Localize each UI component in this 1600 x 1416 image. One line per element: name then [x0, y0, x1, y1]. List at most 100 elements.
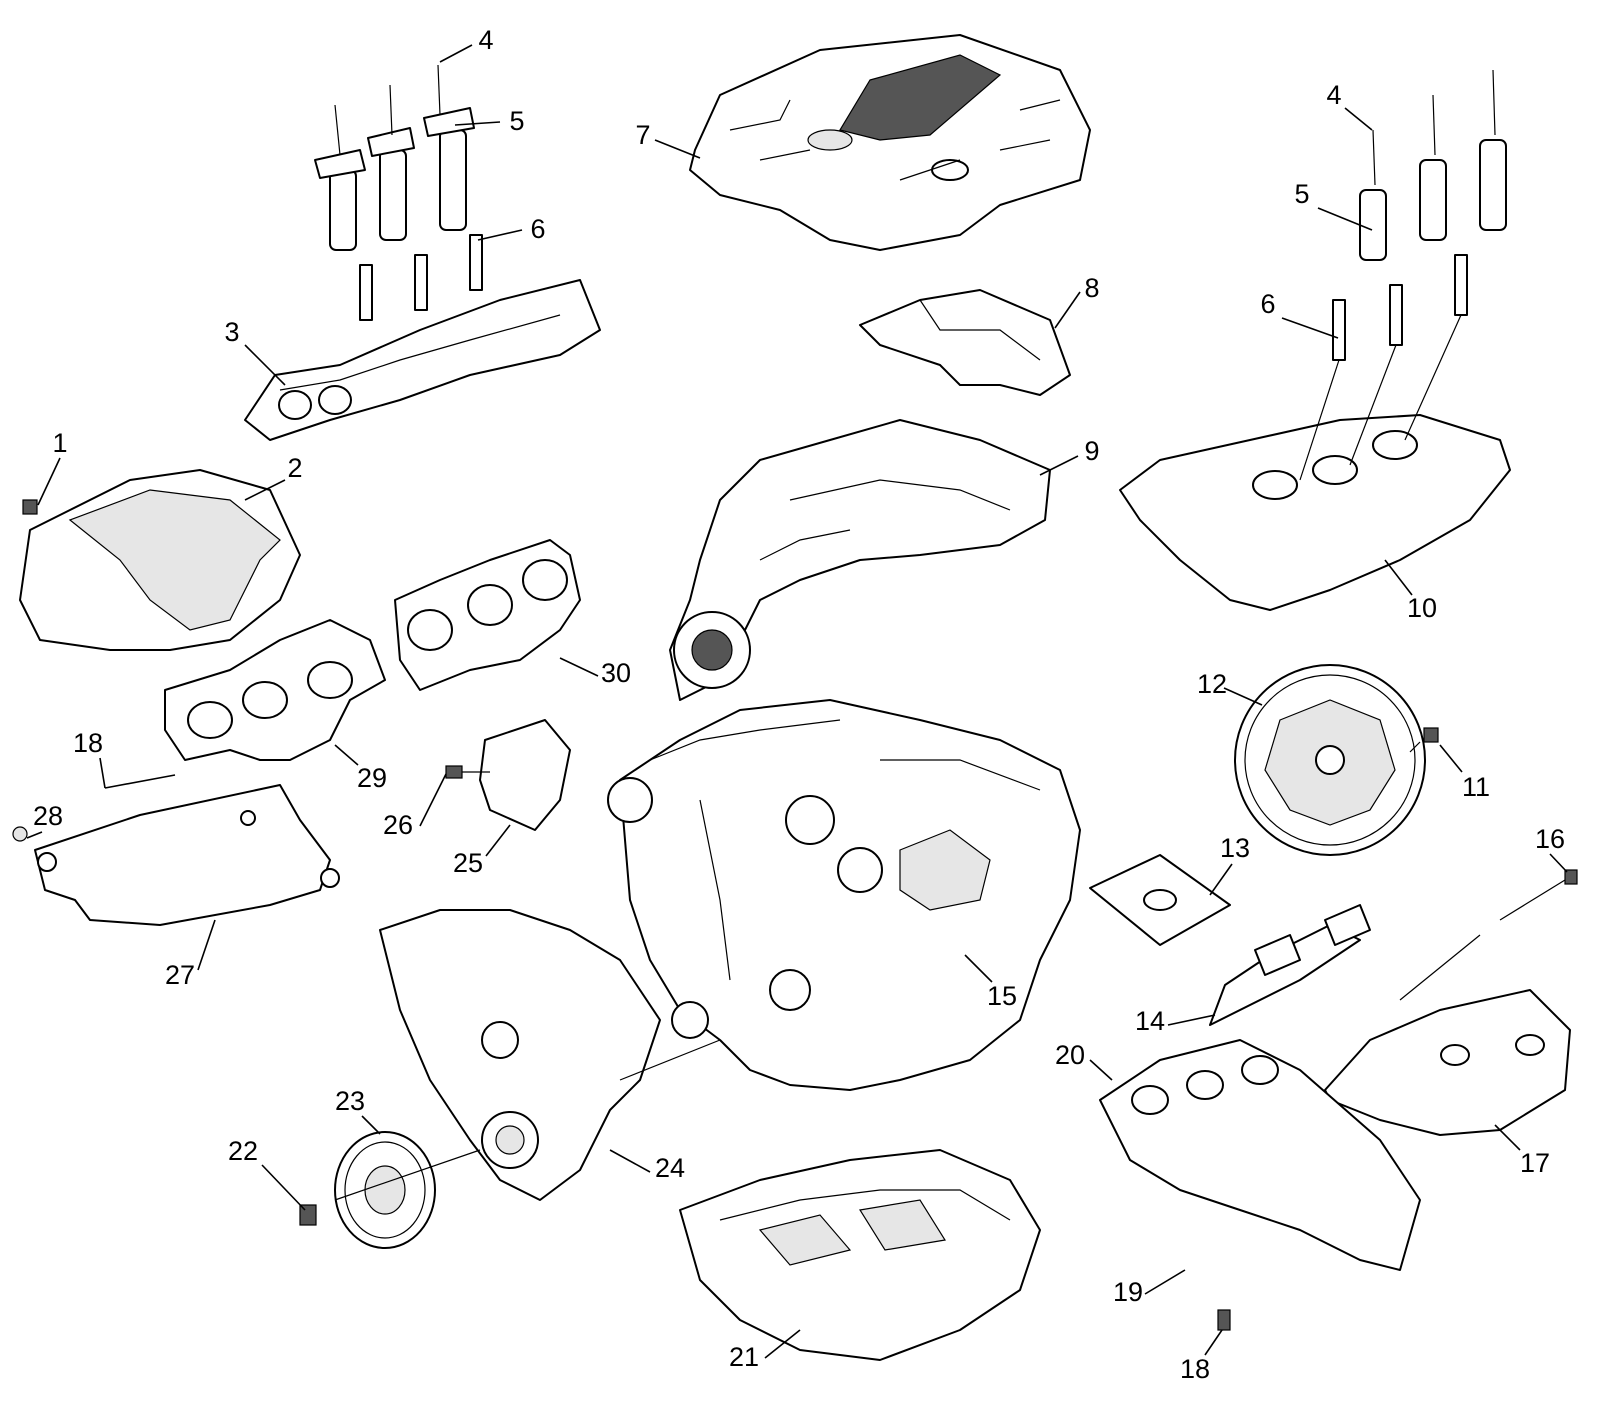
leader-7 — [654, 139, 701, 159]
callout-17: 17 — [1520, 1148, 1550, 1178]
leader-5-right — [1317, 207, 1373, 231]
left-exhaust-heat-shield — [19, 469, 301, 651]
callout-18-right: 18 — [1180, 1354, 1210, 1384]
right-exhaust-heat-shield — [1324, 989, 1571, 1136]
callout-21: 21 — [729, 1342, 759, 1372]
callout-14: 14 — [1135, 1006, 1165, 1036]
nut-28 — [12, 826, 28, 842]
callout-6-left: 6 — [530, 214, 545, 244]
right-exhaust-manifold — [1099, 1039, 1421, 1271]
callout-2: 2 — [287, 453, 302, 483]
callout-1: 1 — [52, 428, 67, 458]
engine-cover — [689, 34, 1091, 251]
leader-3 — [244, 344, 286, 386]
bolt-26 — [445, 765, 490, 779]
left-exhaust-manifold — [164, 619, 386, 761]
bolt-18-right — [1217, 1309, 1231, 1331]
callout-5-right: 5 — [1294, 179, 1309, 209]
leader-10 — [1384, 559, 1413, 596]
callout-25: 25 — [453, 848, 483, 878]
leader-12 — [1223, 687, 1263, 706]
callout-10: 10 — [1407, 593, 1437, 623]
leader-20 — [1089, 1059, 1113, 1081]
left-spark-plugs — [359, 234, 483, 321]
bolt-16 — [1399, 869, 1578, 1001]
leader-6-left — [477, 229, 523, 241]
callout-9: 9 — [1084, 436, 1099, 466]
callout-24: 24 — [655, 1153, 685, 1183]
leader-27 — [197, 919, 216, 971]
callout-4-right: 4 — [1326, 80, 1341, 110]
callout-13: 13 — [1220, 833, 1250, 863]
leader-18-left-b — [104, 774, 176, 789]
flexplate — [1234, 664, 1426, 856]
leader-24 — [609, 1149, 651, 1173]
right-valve-cover — [1119, 414, 1511, 611]
leader-lines — [26, 44, 1568, 1359]
leader-1 — [37, 457, 61, 506]
left-ignition-coils — [314, 64, 475, 251]
leader-23 — [361, 1115, 381, 1135]
leader-29 — [334, 744, 359, 766]
callout-20: 20 — [1055, 1040, 1085, 1070]
leader-30 — [559, 657, 599, 677]
callout-15: 15 — [987, 981, 1017, 1011]
callout-19: 19 — [1113, 1277, 1143, 1307]
callout-11: 11 — [1462, 772, 1490, 802]
leader-4-left — [439, 44, 473, 63]
bolt-1 — [22, 499, 38, 515]
leader-25 — [485, 824, 511, 857]
leader-18-right — [1204, 1329, 1223, 1356]
leader-18-left — [99, 757, 106, 789]
leader-28 — [26, 831, 43, 839]
spacer-plate — [1089, 854, 1231, 946]
leader-15 — [964, 954, 993, 983]
exhaust-manifold-gasket-left — [394, 539, 581, 691]
leader-5-left — [454, 121, 501, 126]
leader-22 — [261, 1164, 306, 1211]
crankshaft-balancer — [334, 1131, 481, 1249]
engine-bracket — [1209, 904, 1371, 1026]
leader-19 — [1144, 1269, 1186, 1295]
right-ignition-coils — [1359, 69, 1507, 261]
callout-3: 3 — [224, 317, 239, 347]
callout-4-left: 4 — [478, 25, 493, 55]
bolt-11 — [1409, 727, 1439, 753]
bracket-plate — [479, 719, 571, 831]
leader-13 — [1209, 863, 1233, 896]
heat-shield-upper — [859, 289, 1071, 396]
leader-9 — [1039, 455, 1079, 476]
callout-28: 28 — [33, 801, 63, 831]
callout-30: 30 — [601, 658, 631, 688]
callout-7: 7 — [635, 120, 650, 150]
callout-23: 23 — [335, 1086, 365, 1116]
callout-5-left: 5 — [509, 106, 524, 136]
lower-heat-shield — [34, 784, 340, 926]
callout-labels: 1 2 3 4 5 6 7 8 9 4 5 6 10 11 12 13 14 1… — [33, 25, 1565, 1384]
leader-2 — [244, 479, 286, 501]
leader-11 — [1439, 744, 1463, 773]
callout-16: 16 — [1535, 824, 1565, 854]
callout-6-right: 6 — [1260, 289, 1275, 319]
leader-16 — [1549, 853, 1568, 873]
callout-27: 27 — [165, 960, 195, 990]
callout-12: 12 — [1197, 669, 1227, 699]
leader-17 — [1494, 1124, 1521, 1151]
callout-29: 29 — [357, 763, 387, 793]
leader-26 — [419, 773, 447, 827]
oil-pan — [679, 1149, 1041, 1361]
left-valve-cover — [244, 279, 601, 441]
leader-6-right — [1281, 317, 1339, 339]
engine-block — [607, 699, 1081, 1091]
callout-18-left: 18 — [73, 728, 103, 758]
leader-14 — [1167, 1014, 1216, 1026]
leader-4-right — [1344, 107, 1373, 131]
intake-manifold — [669, 419, 1051, 701]
callout-22: 22 — [228, 1136, 258, 1166]
right-spark-plugs — [1299, 254, 1468, 481]
front-cover — [379, 909, 721, 1201]
leader-21 — [764, 1329, 801, 1359]
callout-8: 8 — [1084, 273, 1099, 303]
